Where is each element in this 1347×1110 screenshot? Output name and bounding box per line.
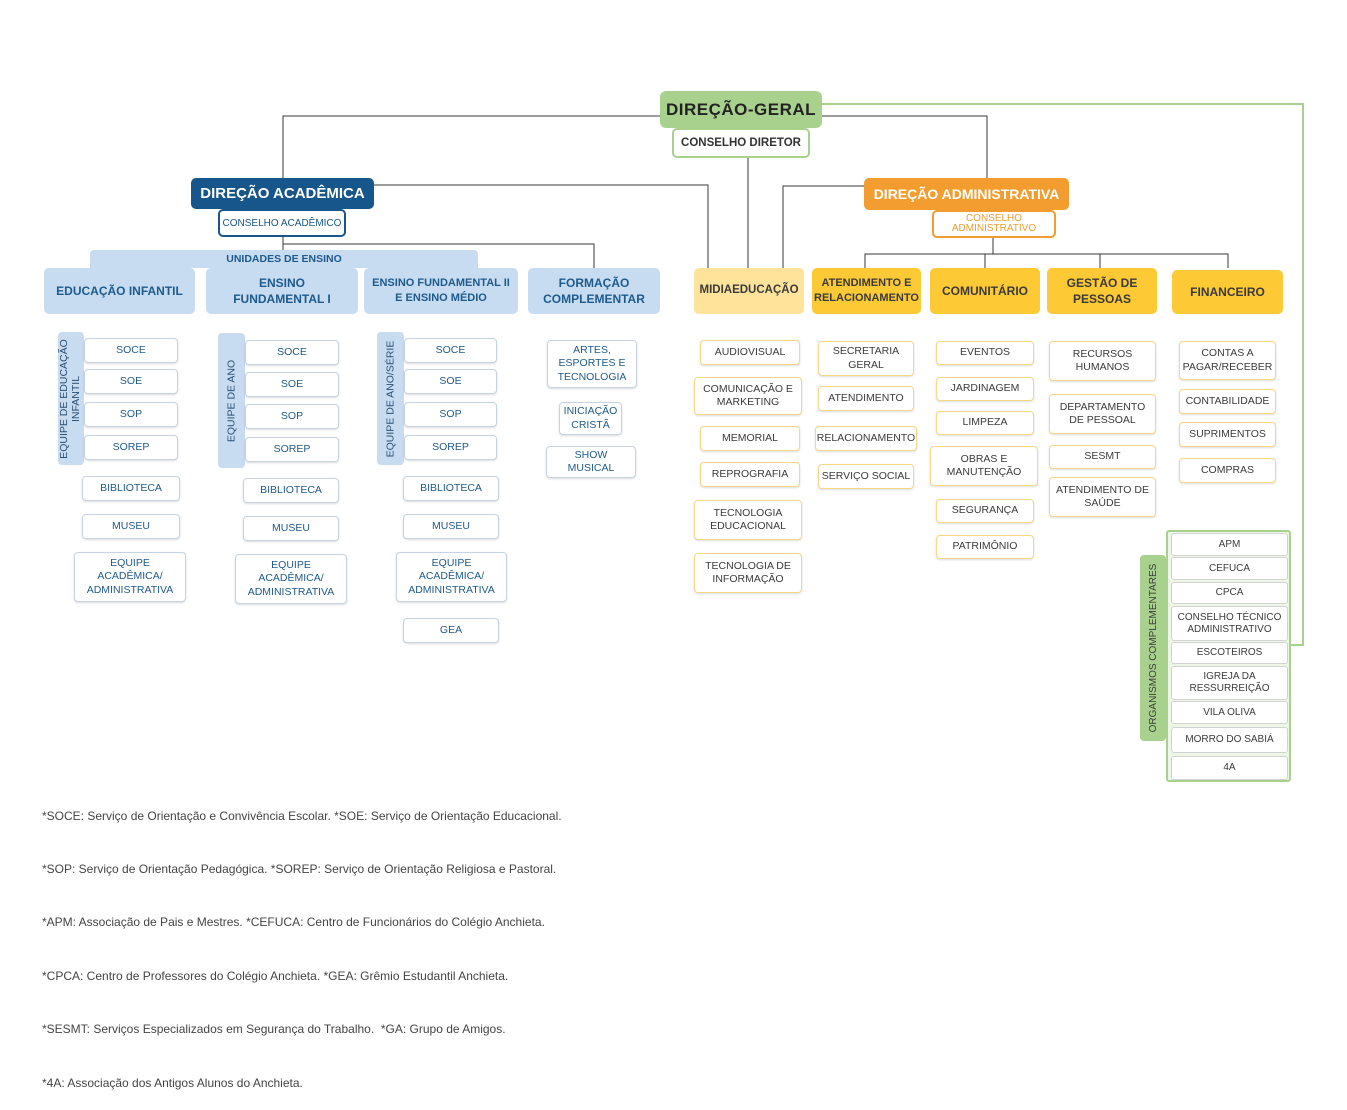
compras-item: COMPRAS	[1179, 458, 1276, 483]
sorep-item: SOREP	[404, 435, 497, 460]
escoteiros-item: ESCOTEIROS	[1171, 642, 1288, 664]
departamento-pessoal-item: DEPARTAMENTO DE PESSOAL	[1049, 394, 1156, 434]
atendimento-saude-item: ATENDIMENTO DE SAÚDE	[1049, 477, 1156, 517]
equipe-academica-administrativa-item: EQUIPE ACADÊMICA/ ADMINISTRATIVA	[235, 554, 347, 604]
sorep-item: SOREP	[245, 437, 339, 462]
direcao-administrativa-box: DIREÇÃO ADMINISTRATIVA	[864, 178, 1069, 210]
soe-item: SOE	[404, 369, 497, 394]
conselho-diretor-box: CONSELHO DIRETOR	[672, 128, 810, 158]
atendimento-item: ATENDIMENTO	[818, 386, 914, 411]
unit-header-ensino-fundamental-2-medio: ENSINO FUNDAMENTAL II E ENSINO MÉDIO	[364, 268, 518, 314]
connector-general-to-organisms	[822, 103, 1304, 646]
organisms-label: ORGANISMOS COMPLEMENTARES	[1147, 563, 1159, 733]
obras-manutencao-item: OBRAS E MANUTENÇÃO	[930, 446, 1038, 486]
area-header-comunitario: COMUNITÁRIO	[930, 268, 1040, 314]
tecnologia-educacional-item: TECNOLOGIA EDUCACIONAL	[694, 500, 802, 540]
soce-item: SOCE	[404, 338, 497, 363]
footnote-line: *SESMT: Serviços Especializados em Segur…	[42, 1022, 506, 1037]
area-header-atendimento-relacionamento: ATENDIMENTO E RELACIONAMENTO	[812, 268, 921, 314]
soe-item: SOE	[245, 372, 339, 397]
direcao-geral-box: DIREÇÃO-GERAL	[660, 91, 822, 128]
sop-item: SOP	[245, 404, 339, 429]
organisms-bar: ORGANISMOS COMPLEMENTARES	[1140, 555, 1166, 741]
team-label: EQUIPE DE ANO	[224, 359, 237, 442]
recursos-humanos-item: RECURSOS HUMANOS	[1049, 341, 1156, 381]
jardinagem-item: JARDINAGEM	[936, 377, 1034, 401]
connector-academic-to-complementary	[283, 243, 595, 268]
midiaeducacao-header: MIDIAEDUCAÇÃO	[694, 268, 804, 314]
footnote-line: *SOCE: Serviço de Orientação e Convivênc…	[42, 808, 562, 823]
morro-do-sabia-item: MORRO DO SABIÁ	[1171, 727, 1288, 753]
team-bar-ensino-fundamental-2: EQUIPE DE ANO/SÉRIE	[377, 332, 404, 465]
conselho-academico-box: CONSELHO ACADÊMICO	[218, 209, 346, 237]
team-bar-educacao-infantil: EQUIPE DE EDUCAÇÃO INFANTIL	[58, 332, 84, 465]
sop-item: SOP	[84, 402, 178, 427]
unit-header-formacao-complementar: FORMAÇÃO COMPLEMENTAR	[528, 268, 660, 314]
eventos-item: EVENTOS	[936, 341, 1034, 365]
comunicacao-marketing-item: COMUNICAÇÃO E MARKETING	[694, 377, 802, 415]
unit-header-ensino-fundamental-1: ENSINO FUNDAMENTAL I	[206, 268, 358, 314]
relacionamento-item: RELACIONAMENTO	[815, 426, 917, 451]
contas-pagar-receber-item: CONTAS A PAGAR/RECEBER	[1179, 341, 1276, 380]
team-label: EQUIPE DE EDUCAÇÃO INFANTIL	[58, 338, 82, 459]
show-musical-item: SHOW MUSICAL	[546, 446, 636, 478]
tecnologia-informacao-item: TECNOLOGIA DE INFORMAÇÃO	[694, 553, 802, 593]
connector-administrative-to-media	[782, 185, 864, 268]
connector-lines	[282, 103, 1304, 646]
biblioteca-item: BIBLIOTECA	[403, 476, 499, 501]
connector-academic-to-media	[374, 184, 709, 268]
igreja-ressurreicao-item: IGREJA DA RESSURREIÇÃO	[1171, 666, 1288, 700]
footnote-line: *APM: Associação de Pais e Mestres. *CEF…	[42, 915, 545, 930]
reprografia-item: REPROGRAFIA	[700, 462, 800, 487]
team-bar-ensino-fundamental-1: EQUIPE DE ANO	[218, 333, 245, 468]
soe-item: SOE	[84, 369, 178, 394]
cefuca-item: CEFUCA	[1171, 557, 1288, 580]
soce-item: SOCE	[245, 340, 339, 365]
direcao-academica-box: DIREÇÃO ACADÊMICA	[191, 178, 374, 209]
cpca-item: CPCA	[1171, 582, 1288, 604]
sesmt-item: SESMT	[1049, 445, 1156, 469]
area-header-gestao-de-pessoas: GESTÃO DE PESSOAS	[1047, 268, 1157, 314]
footnote-line: *4A: Associação dos Antigos Alunos do An…	[42, 1075, 303, 1090]
footnotes: *SOCE: Serviço de Orientação e Convivênc…	[42, 772, 562, 1110]
iniciacao-crista-item: INICIAÇÃO CRISTÃ	[559, 402, 622, 435]
artes-esportes-tecnologia-item: ARTES, ESPORTES E TECNOLOGIA	[547, 340, 637, 388]
suprimentos-item: SUPRIMENTOS	[1179, 422, 1276, 447]
conselho-administrativo-box: CONSELHO ADMINISTRATIVO	[932, 210, 1056, 238]
soce-item: SOCE	[84, 338, 178, 363]
connector-general-to-academic	[282, 115, 660, 178]
museu-item: MUSEU	[243, 516, 339, 541]
museu-item: MUSEU	[403, 514, 499, 539]
sorep-item: SOREP	[84, 435, 178, 460]
equipe-academica-administrativa-item: EQUIPE ACADÊMICA/ ADMINISTRATIVA	[396, 552, 507, 602]
memorial-item: MEMORIAL	[700, 426, 800, 451]
unidades-de-ensino-bar: UNIDADES DE ENSINO	[90, 250, 478, 268]
contabilidade-item: CONTABILIDADE	[1179, 389, 1276, 414]
equipe-academica-administrativa-item: EQUIPE ACADÊMICA/ ADMINISTRATIVA	[74, 552, 186, 602]
biblioteca-item: BIBLIOTECA	[243, 478, 339, 503]
conselho-tecnico-administrativo-item: CONSELHO TÉCNICO ADMINISTRATIVO	[1171, 606, 1288, 641]
team-label: EQUIPE DE ANO/SÉRIE	[383, 340, 396, 457]
patrimonio-item: PATRIMÔNIO	[936, 535, 1034, 559]
museu-item: MUSEU	[82, 514, 180, 539]
footnote-line: *CPCA: Centro de Professores do Colégio …	[42, 968, 509, 983]
4a-item: 4A	[1171, 756, 1288, 780]
audiovisual-item: AUDIOVISUAL	[700, 340, 800, 365]
seguranca-item: SEGURANÇA	[936, 499, 1034, 523]
biblioteca-item: BIBLIOTECA	[82, 476, 180, 501]
area-header-financeiro: FINANCEIRO	[1172, 270, 1283, 314]
sop-item: SOP	[404, 402, 497, 427]
connector-admin-bus	[864, 253, 1229, 268]
limpeza-item: LIMPEZA	[936, 411, 1034, 435]
secretaria-geral-item: SECRETARIA GERAL	[818, 341, 914, 376]
gea-item: GEA	[403, 618, 499, 643]
servico-social-item: SERVIÇO SOCIAL	[818, 464, 914, 489]
unit-header-educacao-infantil: EDUCAÇÃO INFANTIL	[44, 268, 195, 314]
vila-oliva-item: VILA OLIVA	[1171, 701, 1288, 724]
apm-item: APM	[1171, 533, 1288, 556]
connector-general-to-administrative	[822, 115, 988, 178]
footnote-line: *SOP: Serviço de Orientação Pedagógica. …	[42, 861, 557, 876]
